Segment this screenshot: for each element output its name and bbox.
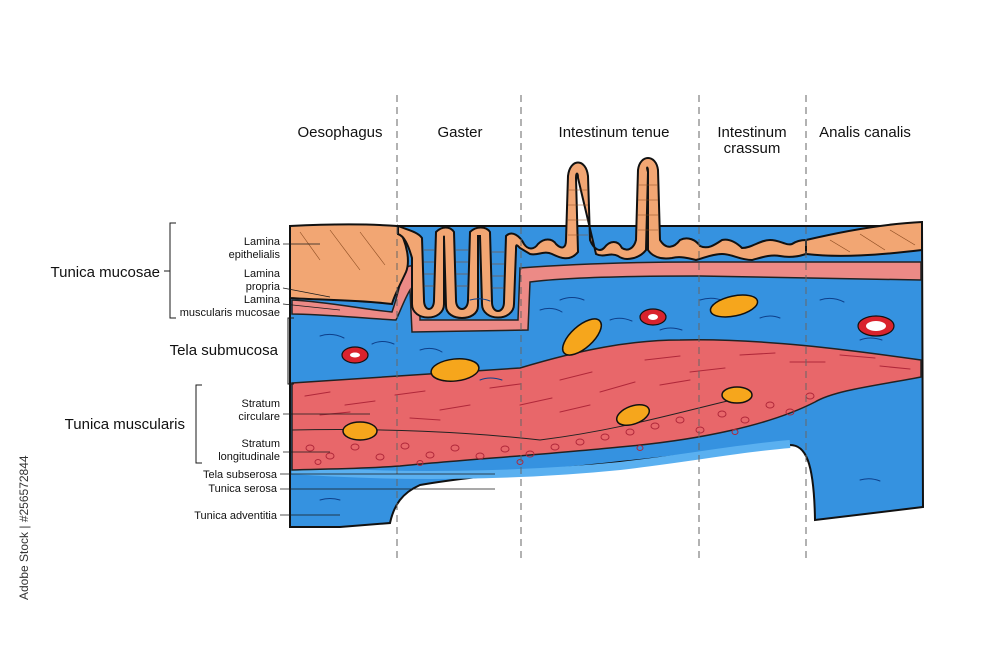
group-tunica-mucosae: Tunica mucosae	[51, 264, 161, 281]
leader-lines	[280, 243, 495, 516]
longitudinal-muscle-cells	[305, 392, 815, 466]
section-analis-canalis: Analis canalis	[819, 124, 911, 141]
label-lamina-propria-2: propria	[246, 281, 281, 293]
gland-crassum	[709, 294, 759, 318]
label-stratum-circulare-1: Stratum	[241, 398, 280, 410]
section-oesophagus: Oesophagus	[297, 124, 382, 141]
label-lamina-epithelialis-2: epithelialis	[229, 249, 281, 261]
gland-gaster	[430, 358, 480, 382]
section-intestinum-crassum-line1: Intestinum	[717, 124, 786, 141]
label-tunica-adventitia: Tunica adventitia	[194, 510, 278, 522]
bracket-submucosa	[287, 317, 294, 385]
label-lamina-epithelialis-1: Lamina	[244, 236, 281, 248]
anal-canal-epithelium	[805, 220, 923, 257]
label-lamina-propria-1: Lamina	[244, 268, 281, 280]
label-tela-subserosa: Tela subserosa	[203, 469, 278, 481]
gland-muscularis-crassum	[721, 386, 753, 404]
section-intestinum-tenue: Intestinum tenue	[559, 124, 670, 141]
gland-muscularis-oesophagus	[342, 421, 378, 441]
blood-vessels	[341, 308, 895, 364]
gland-intestine-submucosa	[561, 318, 603, 356]
epithelial-cell-lines	[299, 184, 916, 289]
label-stratum-longitudinale-2: longitudinale	[218, 451, 280, 463]
glands	[342, 294, 759, 441]
label-stratum-circulare-2: circulare	[238, 411, 280, 423]
bracket-mucosae	[164, 222, 176, 319]
group-tunica-muscularis: Tunica muscularis	[65, 416, 185, 433]
label-lamina-muscularis-1: Lamina	[244, 294, 281, 306]
label-lamina-muscularis-2: muscularis mucosae	[180, 307, 280, 319]
group-tela-submucosa: Tela submucosa	[170, 342, 279, 359]
submucosa-fibres	[319, 297, 883, 501]
label-stratum-longitudinale-1: Stratum	[241, 438, 280, 450]
label-tunica-serosa: Tunica serosa	[208, 483, 278, 495]
gland-muscularis-tenue	[615, 403, 651, 427]
watermark: Adobe Stock | #256572844	[17, 455, 31, 600]
gastrointestinal-epithelium	[397, 157, 807, 319]
bracket-muscularis	[195, 384, 202, 464]
oesophagus-epithelium	[289, 223, 409, 306]
circular-muscle-fibres	[304, 352, 911, 421]
section-intestinum-crassum-line2: crassum	[724, 140, 781, 157]
section-gaster: Gaster	[437, 124, 482, 141]
section-dividers	[396, 95, 807, 560]
